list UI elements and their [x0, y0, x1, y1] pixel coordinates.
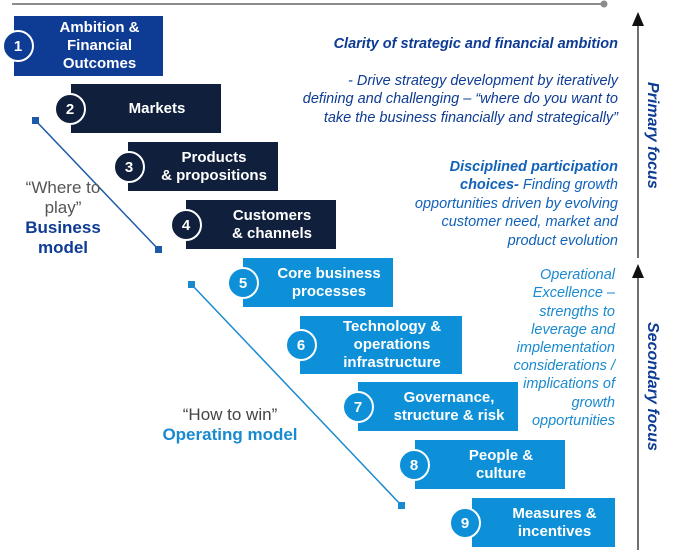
- step-label: Customers & channels: [231, 206, 313, 242]
- ambition-description: Clarity of strategic and financial ambit…: [238, 16, 618, 127]
- operating-model-bracket-end: [398, 502, 405, 509]
- step-1-ambition-financial-outcomes: Ambition & Financial Outcomes: [14, 16, 163, 76]
- business-model-label: “Where to play” Business model: [8, 178, 118, 258]
- business-model-bracket-end: [155, 246, 162, 253]
- step-4-customers-channels: Customers & channels: [186, 200, 336, 249]
- step-number-badge: 7: [342, 391, 374, 423]
- step-8-people-culture: People & culture: [415, 440, 565, 489]
- primary-focus-arrowhead: [632, 12, 644, 26]
- step-number-badge: 8: [398, 449, 430, 481]
- step-number-badge: 3: [113, 151, 145, 183]
- business-model-bracket-line: [35, 120, 159, 250]
- step-3-products-propositions: Products & propositions: [128, 142, 278, 191]
- step-label: Core business processes: [277, 264, 381, 300]
- business-model-title: Business model: [25, 218, 101, 257]
- secondary-focus-arrowhead: [632, 264, 644, 278]
- step-number-badge: 2: [54, 93, 86, 125]
- operational-description: Operational Excellence – strengths to le…: [475, 248, 615, 430]
- step-label: Products & propositions: [161, 148, 267, 184]
- step-number-badge: 5: [227, 267, 259, 299]
- step-6-technology-operations-infrastructure: Technology & operations infrastructure: [300, 316, 462, 374]
- participation-description-heading: Disciplined participation choices-: [449, 158, 618, 194]
- step-number-badge: 6: [285, 329, 317, 361]
- ambition-description-heading: Clarity of strategic and financial ambit…: [333, 35, 618, 52]
- step-2-markets: Markets: [71, 84, 221, 133]
- step-number-badge: 4: [170, 209, 202, 241]
- step-label: Ambition & Financial Outcomes: [59, 19, 140, 72]
- top-divider-endpoint: [600, 0, 608, 8]
- participation-description-text: Finding growth opportunities driven by e…: [414, 177, 618, 249]
- step-7-governance-structure-risk: Governance, structure & risk: [358, 382, 518, 431]
- business-model-quote: “Where to play”: [25, 178, 101, 217]
- step-label: Markets: [128, 99, 186, 117]
- operating-model-title: Operating model: [162, 425, 298, 444]
- step-label: Governance, structure & risk: [393, 388, 505, 424]
- step-label: Measures & incentives: [512, 504, 597, 540]
- operating-model-bracket-line: [191, 284, 403, 507]
- primary-focus-label: Primary focus: [644, 82, 661, 189]
- step-label: People & culture: [468, 446, 534, 482]
- operating-model-bracket-start: [188, 281, 195, 288]
- operating-model-quote: “How to win”: [182, 405, 278, 424]
- participation-description: Disciplined participation choices- Findi…: [358, 139, 618, 250]
- secondary-focus-label: Secondary focus: [644, 322, 661, 451]
- step-label: Technology & operations infrastructure: [342, 318, 442, 371]
- operational-description-text: Operational Excellence – strengths to le…: [513, 267, 615, 429]
- step-5-core-business-processes: Core business processes: [243, 258, 393, 307]
- step-number-badge: 9: [449, 507, 481, 539]
- ambition-description-text: - Drive strategy development by iterativ…: [302, 72, 618, 126]
- operating-model-label: “How to win” Operating model: [150, 405, 310, 445]
- step-number-badge: 1: [2, 30, 34, 62]
- business-model-bracket-start: [32, 117, 39, 124]
- step-9-measures-incentives: Measures & incentives: [472, 498, 615, 547]
